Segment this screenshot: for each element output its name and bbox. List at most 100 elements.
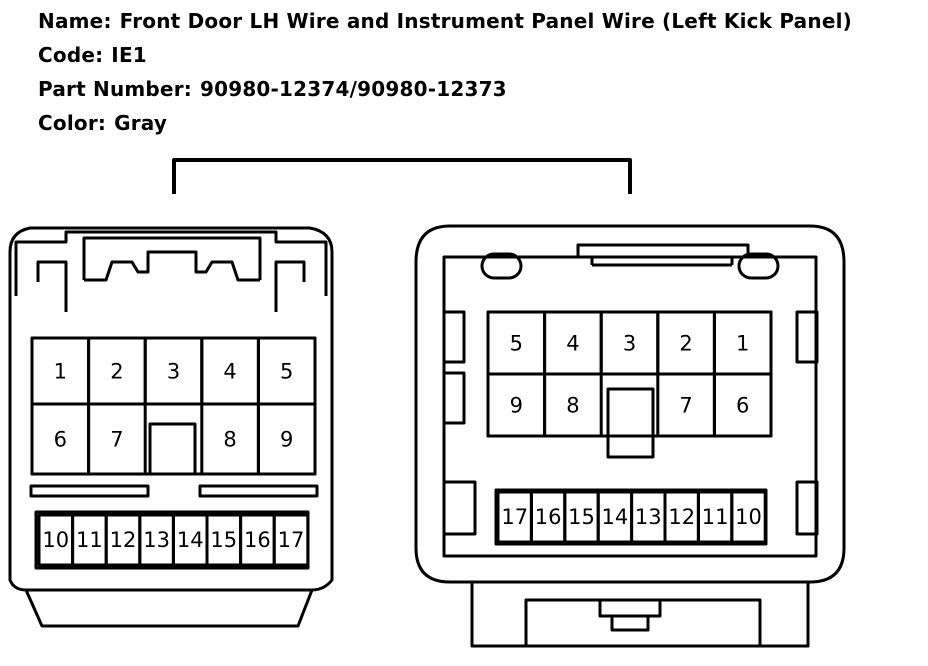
code-line: Code:IE1 (38, 38, 852, 72)
pin-cavity: 16 (239, 513, 276, 567)
pin-number: 6 (736, 394, 749, 418)
name-value: Front Door LH Wire and Instrument Panel … (119, 9, 852, 33)
pin-cavity: 9 (486, 372, 547, 438)
pin-number: 10 (42, 528, 69, 552)
pin-number: 5 (510, 332, 523, 356)
pin-number: 15 (210, 528, 237, 552)
color-value: Gray (114, 111, 168, 135)
color-line: Color: Gray (38, 106, 852, 140)
pin-cavity: 3 (599, 310, 660, 376)
pin-number: 15 (568, 505, 595, 529)
pin-number: 8 (566, 394, 579, 418)
left-inner-outline (14, 230, 328, 296)
pin-number: 9 (510, 394, 523, 418)
left-housing-outline (8, 226, 334, 628)
pin-number: 16 (535, 505, 562, 529)
pin-cavity: 2 (87, 336, 147, 406)
pin-number: 3 (623, 332, 636, 356)
right-mount-hole (480, 252, 523, 280)
right-side-slot (795, 310, 819, 364)
part-number-label: Part Number: (38, 77, 192, 101)
pin-cell (256, 402, 317, 476)
color-label: Color: (38, 111, 107, 135)
left-spacer-bar (198, 484, 319, 498)
pin-number: 7 (679, 394, 692, 418)
left-spacer-bar (29, 484, 150, 498)
pin-number: 5 (280, 360, 293, 384)
left-latch-channel (36, 260, 306, 312)
right-side-slot (442, 480, 477, 536)
pin-number: 6 (54, 428, 67, 452)
pin-cavity: 14 (171, 513, 209, 567)
right-inner-frame (442, 255, 818, 558)
right-side-slot (442, 371, 466, 425)
pin-number: 17 (278, 528, 305, 552)
pin-cavity: 6 (712, 372, 773, 438)
pin-number: 12 (110, 528, 137, 552)
pin-number: 2 (679, 332, 692, 356)
pin-cell (730, 490, 767, 544)
pin-number: 2 (110, 360, 123, 384)
pin-number: 10 (735, 505, 762, 529)
pin-number: 1 (54, 360, 67, 384)
pin-number: 13 (635, 505, 662, 529)
pin-number: 3 (167, 360, 180, 384)
right-housing-outline (414, 224, 846, 584)
pin-cavity: 10 (730, 490, 767, 544)
pin-number: 9 (280, 428, 293, 452)
pin-cavity: 2 (656, 310, 716, 376)
mating-bracket (172, 158, 632, 194)
pin-cell (272, 513, 310, 567)
pin-number: 11 (76, 528, 103, 552)
pin-number: 8 (223, 428, 236, 452)
pin-cavity: 8 (200, 402, 260, 476)
part-number-line: Part Number: 90980-12374/90980-12373 (38, 72, 852, 106)
left-pin-block (30, 336, 317, 476)
pin-cavity: 13 (630, 490, 667, 544)
right-side-slot (795, 480, 819, 536)
pin-cell (87, 402, 147, 476)
pin-cavity: 14 (596, 490, 634, 544)
right-mount-hole (737, 252, 780, 280)
pin-number: 14 (602, 505, 629, 529)
pin-cavity: 17 (496, 490, 533, 544)
pin-cavity: 7 (656, 372, 716, 438)
pin-cavity: 9 (256, 402, 317, 476)
pin-number: 4 (566, 332, 579, 356)
pin-cavity: 12 (663, 490, 700, 544)
pin-cavity: 4 (543, 310, 603, 376)
pin-cavity: 1 (712, 310, 773, 376)
pin-cavity: 6 (30, 402, 91, 476)
pin-cavity: 8 (543, 372, 603, 438)
left-latch (82, 236, 262, 282)
pin-cavity: 4 (200, 336, 260, 406)
pin-cavity: 15 (205, 513, 243, 567)
part-number-value: 90980-12374/90980-12373 (199, 77, 507, 101)
pin-cavity: 7 (87, 402, 147, 476)
pin-number: 1 (736, 332, 749, 356)
right-bottom-skirt (470, 582, 810, 648)
pin-number: 13 (143, 528, 170, 552)
pin-cavity: 11 (71, 513, 108, 567)
pin-cavity: 16 (529, 490, 567, 544)
pin-cell (712, 372, 773, 438)
name-line: Name: Front Door LH Wire and Instrument P… (38, 4, 852, 38)
name-label: Name: (38, 9, 112, 33)
pin-number: 14 (177, 528, 204, 552)
pin-number: 11 (702, 505, 729, 529)
pin-number: 12 (668, 505, 695, 529)
left-lock-slot (148, 422, 197, 476)
pin-cell (543, 372, 603, 438)
pin-cavity: 5 (256, 336, 317, 406)
pin-number: 17 (501, 505, 528, 529)
pin-number: 4 (223, 360, 236, 384)
pin-cavity: 1 (30, 336, 91, 406)
pin-number: 7 (110, 428, 123, 452)
pin-cavity: 15 (563, 490, 600, 544)
pin-cavity: 13 (138, 513, 175, 567)
pin-cavity: 12 (104, 513, 142, 567)
